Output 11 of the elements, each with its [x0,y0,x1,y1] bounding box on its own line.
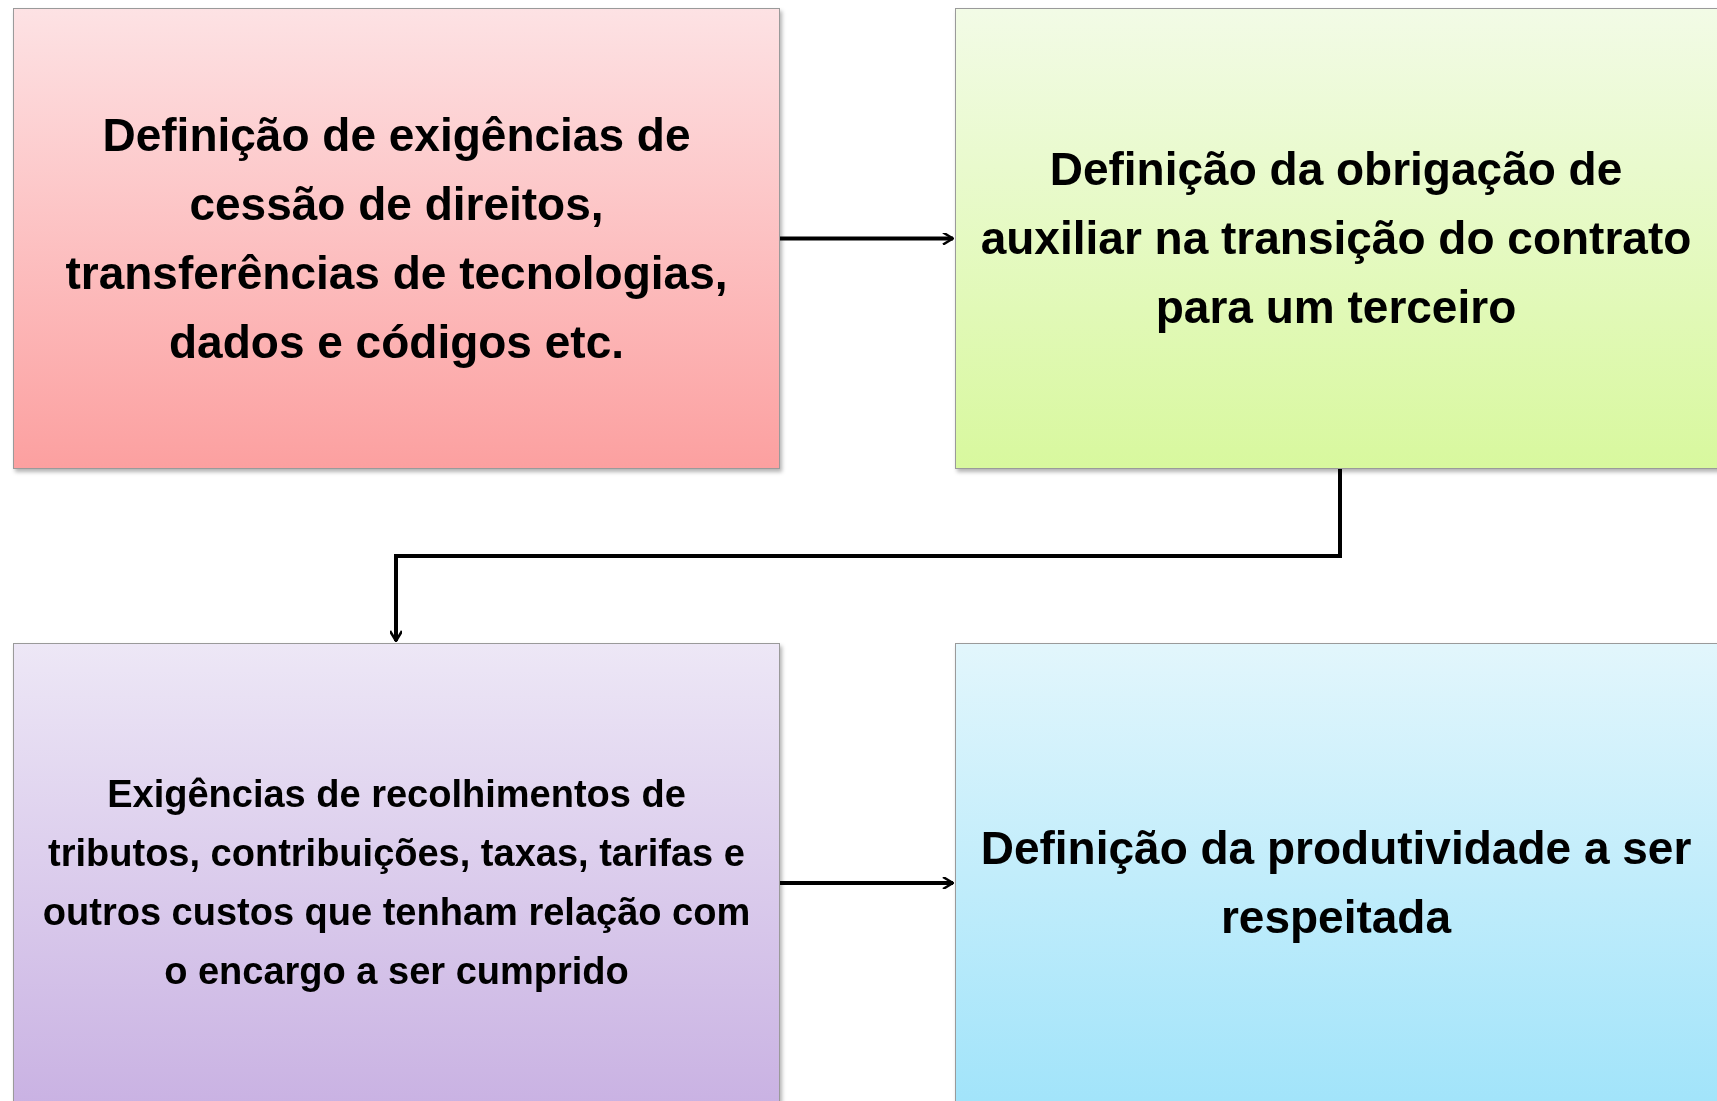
box-text: Exigências de recolhimentos de tributos, contribuições, taxas, tarifas e outros custos que tenham relação com o encargo a ser cumprido [41,772,752,994]
arrow [780,875,955,891]
process-box [13,643,780,1101]
box-text: Definição da obrigação de auxiliar na transição do contrato para um terceiro [979,142,1693,335]
process-box [955,8,1717,469]
box-text: Definição de exigências de cessão de direitos, transferências de tecnologias, dados e códigos etc. [64,107,729,370]
box-text: Definição da produtividade a ser respeitada [979,821,1693,945]
process-box [13,8,780,469]
process-box [955,643,1717,1101]
arrow [780,231,955,246]
arrow [388,469,1342,643]
